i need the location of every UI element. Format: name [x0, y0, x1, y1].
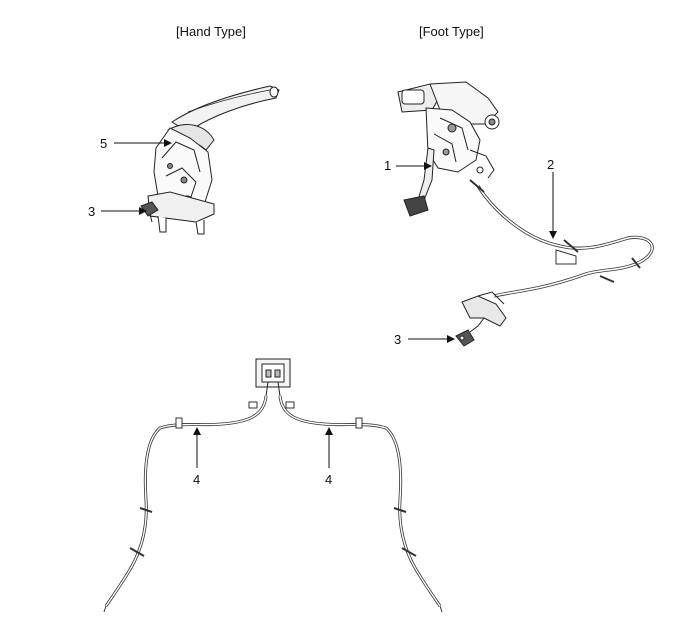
foot-switch-bracket: [455, 291, 507, 347]
callout-hand-lever: 5: [100, 136, 108, 151]
rear-cable-right: [278, 395, 443, 613]
callout-rear-cable-right: 4: [325, 472, 333, 487]
hand-brake-lever-assembly: [140, 85, 280, 235]
foot-type-title: [Foot Type]: [419, 24, 484, 39]
rear-cable-left: [103, 395, 268, 613]
rear-cable-equalizer: [255, 358, 291, 397]
foot-brake-pedal-assembly: [397, 81, 500, 217]
foot-brake-front-cable: [469, 179, 654, 298]
callout-foot-switch: 3: [394, 332, 402, 347]
hand-type-title: [Hand Type]: [176, 24, 246, 39]
callout-foot-pedal: 1: [384, 158, 392, 173]
callout-rear-cable-left: 4: [193, 472, 201, 487]
callout-foot-cable: 2: [547, 157, 555, 172]
callout-hand-switch: 3: [88, 204, 96, 219]
